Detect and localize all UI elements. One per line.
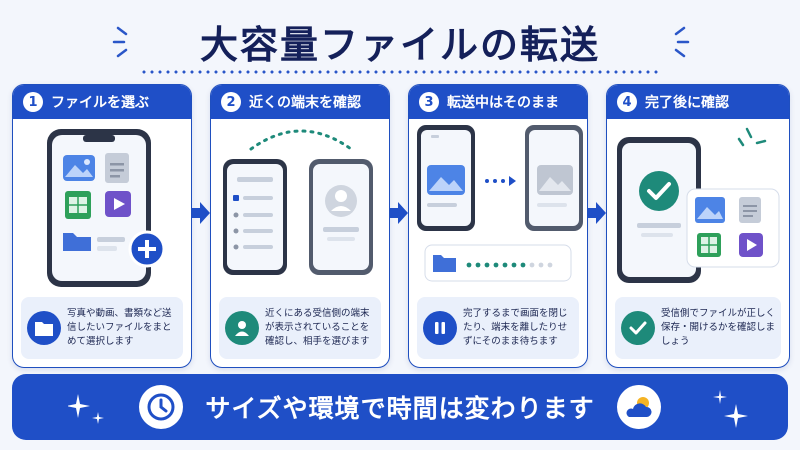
step-label-2: 近くの端末を確認 [249, 95, 361, 111]
success-check-icon [639, 171, 679, 211]
page-title: 大容量ファイルの転送 [199, 23, 600, 67]
step-description-3: 完了するまで画面を閉じたり、端末を離したりせずにそのまま待ちます [463, 308, 568, 347]
step-description-box-4: 受信側でファイルが正しく保存・開けるかを確認しましょう [615, 297, 781, 359]
receiver-avatar-icon [325, 185, 357, 217]
step-arrow-1 [192, 202, 210, 224]
pause-icon [423, 311, 457, 345]
step-description-box-2: 近くにある受信側の端末が表示されていることを確認し、相手を選びます [219, 297, 381, 359]
transfer-in-progress-illustration [417, 125, 583, 282]
sparkle-left-icon [112, 26, 128, 58]
step-number-3: 3 [419, 92, 439, 112]
step-arrow-3 [588, 202, 606, 224]
step-label-4: 完了後に確認 [645, 95, 729, 111]
add-icon [128, 230, 166, 268]
video-file-icon [105, 191, 131, 217]
step-description-1: 写真や動画、書類など送信したいファイルをまとめて選択します [67, 308, 172, 347]
spreadsheet-file-icon [65, 191, 91, 219]
step-label-1: ファイルを選ぶ [51, 95, 149, 111]
clock-icon [139, 385, 184, 429]
received-video-icon [739, 233, 763, 257]
title-dotted-divider [140, 70, 660, 74]
completion-check-illustration [617, 127, 780, 283]
check-icon [621, 311, 655, 345]
received-spreadsheet-icon [697, 233, 721, 257]
image-file-icon [63, 155, 95, 181]
footer-sparkle-right-icon [713, 390, 748, 428]
step-number-4: 4 [617, 92, 637, 112]
step-card-4: 4 完了後に確認 受信側でファイルが正しく保存・開けるかを確認しましょう [606, 84, 790, 368]
person-icon [225, 311, 259, 345]
step-number-1: 1 [23, 92, 43, 112]
document-file-icon [105, 153, 129, 183]
received-image-icon [695, 197, 725, 223]
step-number-2: 2 [221, 92, 241, 112]
folder-file-icon [63, 233, 91, 251]
step-header-4: 4 完了後に確認 [607, 85, 789, 119]
step-header-2: 2 近くの端末を確認 [211, 85, 389, 119]
footer-banner: サイズや環境で時間は変わります [12, 374, 788, 440]
step-description-4: 受信側でファイルが正しく保存・開けるかを確認しましょう [661, 308, 776, 347]
step-card-1: 1 ファイルを選ぶ 写真や動画、書類など送信したいファイルをまとめて選択します [12, 84, 192, 368]
footer-text: サイズや環境で時間は変わります [205, 394, 595, 423]
receiving-image-icon [537, 165, 573, 195]
footer-sparkle-left-icon [68, 394, 104, 424]
weather-icon [616, 385, 661, 429]
step-arrow-2 [390, 202, 408, 224]
step-header-1: 1 ファイルを選ぶ [13, 85, 191, 119]
select-files-illustration [47, 129, 166, 287]
step-description-box-1: 写真や動画、書類など送信したいファイルをまとめて選択します [21, 297, 183, 359]
step-header-3: 3 転送中はそのまま [409, 85, 587, 119]
step-description-2: 近くにある受信側の端末が表示されていることを確認し、相手を選びます [265, 308, 370, 347]
received-document-icon [739, 197, 761, 223]
sparkle-right-icon [674, 26, 690, 58]
sending-image-icon [427, 165, 465, 195]
step-card-3: 3 転送中はそのまま 完了するまで画面を閉じたり、端末を離したりせずにそのまま待… [408, 84, 588, 368]
step-description-box-3: 完了するまで画面を閉じたり、端末を離したりせずにそのまま待ちます [417, 297, 579, 359]
transfer-progress-dots [466, 262, 553, 268]
nearby-devices-illustration [223, 129, 373, 275]
step-card-2: 2 近くの端末を確認 近くにある受信側の端末が表示されていることを確認し、相手を… [210, 84, 390, 368]
transfer-folder-icon [433, 255, 456, 272]
folder-icon [27, 311, 61, 345]
step-label-3: 転送中はそのまま [447, 95, 559, 111]
